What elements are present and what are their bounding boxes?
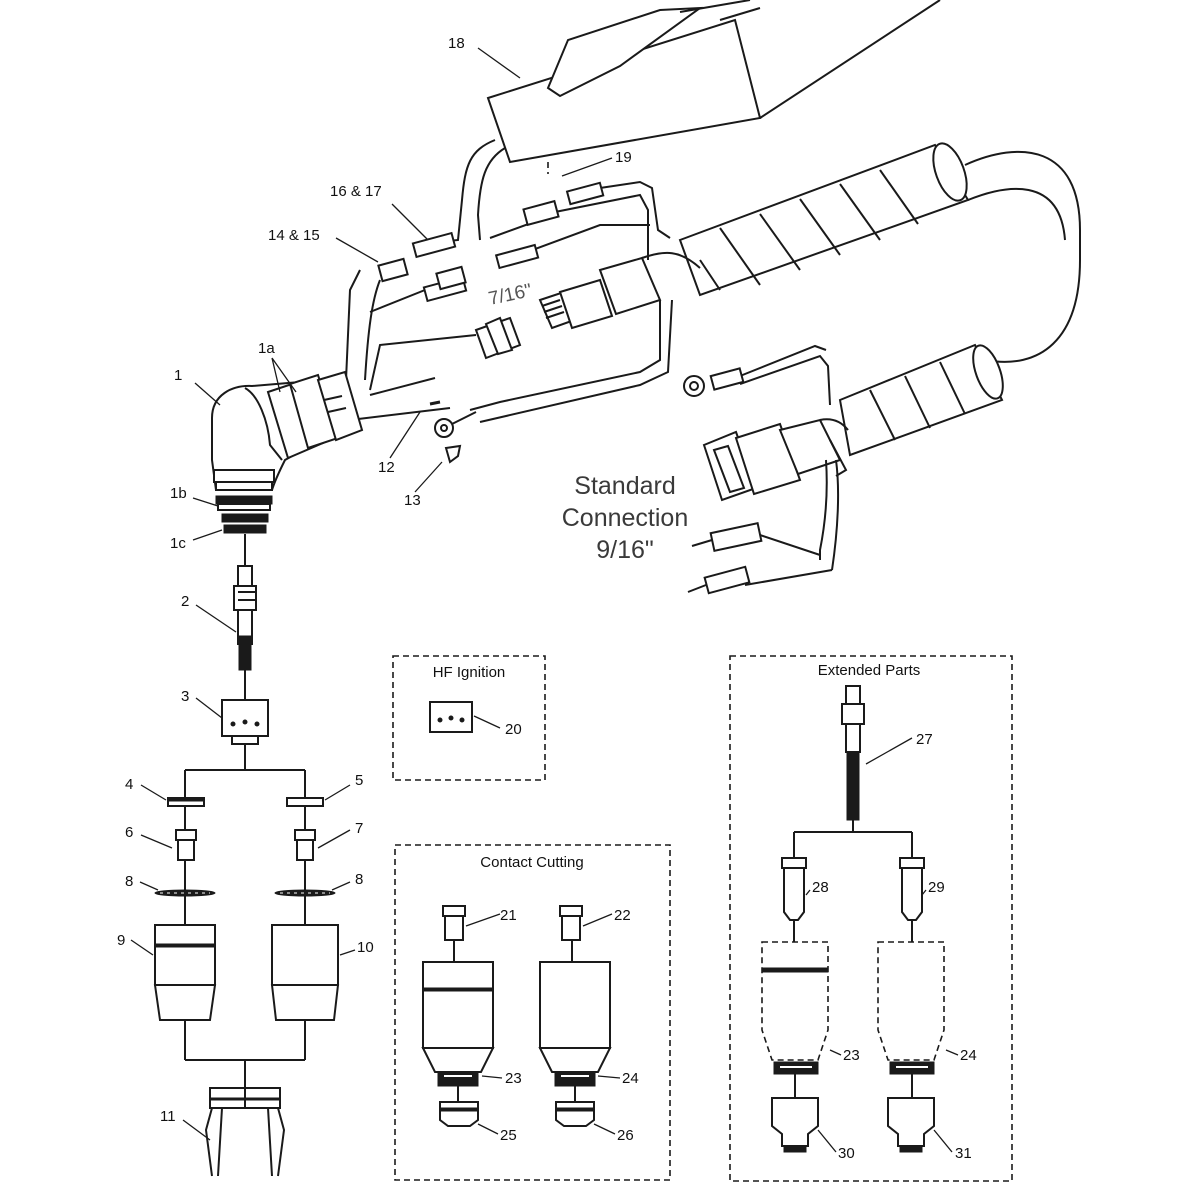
label-7: 7 bbox=[355, 820, 363, 837]
label-31: 31 bbox=[955, 1145, 972, 1162]
label-30: 30 bbox=[838, 1145, 855, 1162]
label-24-extended: 24 bbox=[960, 1047, 977, 1064]
extended-parts-title: Extended Parts bbox=[818, 662, 921, 679]
label-16-17: 16 & 17 bbox=[330, 183, 382, 200]
label-12: 12 bbox=[378, 459, 395, 476]
box-titles: HF Ignition Contact Cutting Extended Par… bbox=[433, 662, 921, 871]
connection-line-1: Standard bbox=[574, 472, 675, 500]
label-26: 26 bbox=[617, 1127, 634, 1144]
lead-terminals bbox=[377, 181, 745, 397]
right-consumable-stack bbox=[270, 797, 340, 1021]
contact-cutting-box bbox=[394, 844, 671, 1181]
alt-connection-size: 7/16" bbox=[487, 280, 534, 310]
connection-line-2: Connection bbox=[562, 504, 688, 532]
label-27: 27 bbox=[916, 731, 933, 748]
label-1a: 1a bbox=[258, 340, 275, 357]
label-1c: 1c bbox=[170, 535, 186, 552]
label-14-15: 14 & 15 bbox=[268, 227, 320, 244]
label-4: 4 bbox=[125, 776, 133, 793]
label-6: 6 bbox=[125, 824, 133, 841]
label-29: 29 bbox=[928, 879, 945, 896]
connection-text: Standard Connection 9/16" 7/16" bbox=[487, 280, 689, 564]
label-5: 5 bbox=[355, 772, 363, 789]
gas-distributor bbox=[221, 699, 269, 745]
extended-parts-box bbox=[729, 655, 1013, 1182]
label-21: 21 bbox=[500, 907, 517, 924]
label-1b: 1b bbox=[170, 485, 187, 502]
label-9: 9 bbox=[117, 932, 125, 949]
label-23-extended: 23 bbox=[843, 1047, 860, 1064]
label-19: 19 bbox=[615, 149, 632, 166]
label-25: 25 bbox=[500, 1127, 517, 1144]
contact-cutting-title: Contact Cutting bbox=[480, 854, 583, 871]
hf-ignition-title: HF Ignition bbox=[433, 664, 506, 681]
label-28: 28 bbox=[812, 879, 829, 896]
hf-ignition-box bbox=[392, 655, 546, 781]
label-1: 1 bbox=[174, 367, 182, 384]
cable-sheath-upper bbox=[678, 142, 1081, 363]
leader-lines bbox=[130, 47, 959, 1153]
part-labels: 1 1a 1b 1c 2 3 4 5 6 7 8 8 9 10 11 12 13… bbox=[117, 35, 977, 1162]
label-8-right: 8 bbox=[355, 871, 363, 888]
label-10: 10 bbox=[357, 939, 374, 956]
label-8-left: 8 bbox=[125, 873, 133, 890]
label-23-contact: 23 bbox=[505, 1070, 522, 1087]
label-20: 20 bbox=[505, 721, 522, 738]
torch-head bbox=[211, 370, 364, 534]
label-2: 2 bbox=[181, 593, 189, 610]
connection-line-3: 9/16" bbox=[596, 536, 654, 564]
label-24-contact: 24 bbox=[622, 1070, 639, 1087]
fitting-standard bbox=[687, 418, 849, 595]
label-11: 11 bbox=[160, 1108, 176, 1125]
torch-handle bbox=[486, 0, 941, 164]
label-13: 13 bbox=[404, 492, 421, 509]
label-3: 3 bbox=[181, 688, 189, 705]
fitting-7-16 bbox=[474, 251, 701, 360]
label-22: 22 bbox=[614, 907, 631, 924]
drag-standoff bbox=[204, 1087, 286, 1177]
electrode bbox=[233, 565, 257, 671]
label-18: 18 bbox=[448, 35, 465, 52]
cable-sheath-lower bbox=[838, 343, 1004, 457]
washer-and-screw bbox=[429, 400, 477, 464]
left-consumable-stack bbox=[153, 797, 217, 1021]
